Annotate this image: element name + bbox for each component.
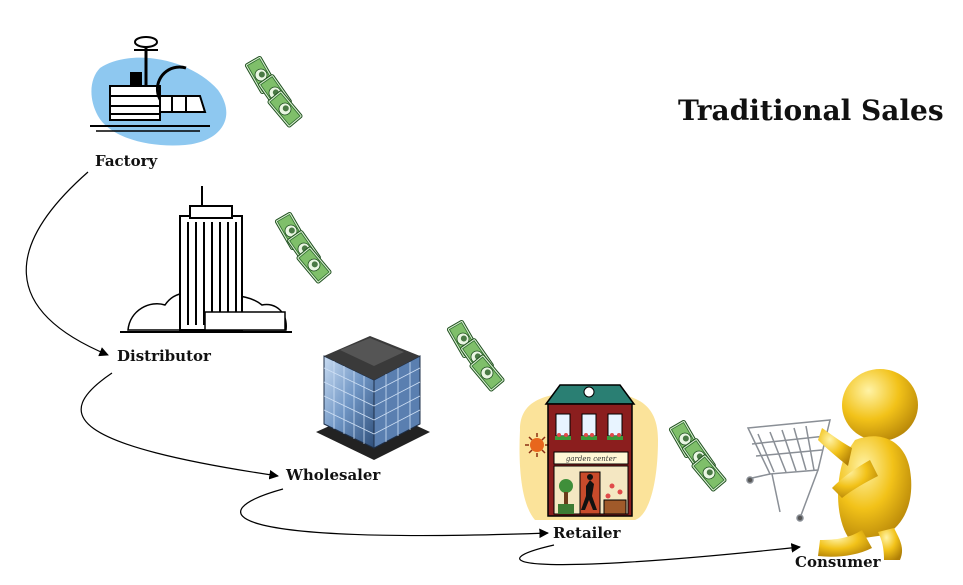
shopping-cart-icon (746, 419, 831, 522)
glass-building-icon (316, 336, 430, 460)
factory-icon (90, 36, 227, 146)
shopper-with-cart-icon (746, 369, 918, 560)
arrow-factory-to-distributor (25, 171, 109, 357)
label-distributor: Distributor (117, 347, 211, 365)
label-wholesaler: Wholesaler (286, 466, 381, 484)
dollar-bills-icon (446, 319, 506, 393)
arrow-distributor-to-wholesaler (80, 372, 279, 480)
sun-icon (525, 433, 549, 457)
label-factory: Factory (95, 152, 158, 170)
flow-arrows (25, 171, 801, 566)
dollar-bills-icon (668, 419, 728, 493)
dollar-bills-icon (274, 211, 333, 285)
office-tower-icon (120, 186, 292, 333)
dollar-bills-icon (244, 55, 304, 129)
label-retailer: Retailer (553, 524, 621, 542)
storefront-icon: garden center (519, 384, 658, 520)
page-title: Traditional Sales (678, 94, 944, 127)
label-consumer: Consumer (795, 553, 881, 571)
arrow-retailer-to-consumer (519, 543, 801, 566)
arrow-wholesaler-to-retailer (240, 488, 549, 539)
storefront-sign: garden center (566, 455, 617, 463)
